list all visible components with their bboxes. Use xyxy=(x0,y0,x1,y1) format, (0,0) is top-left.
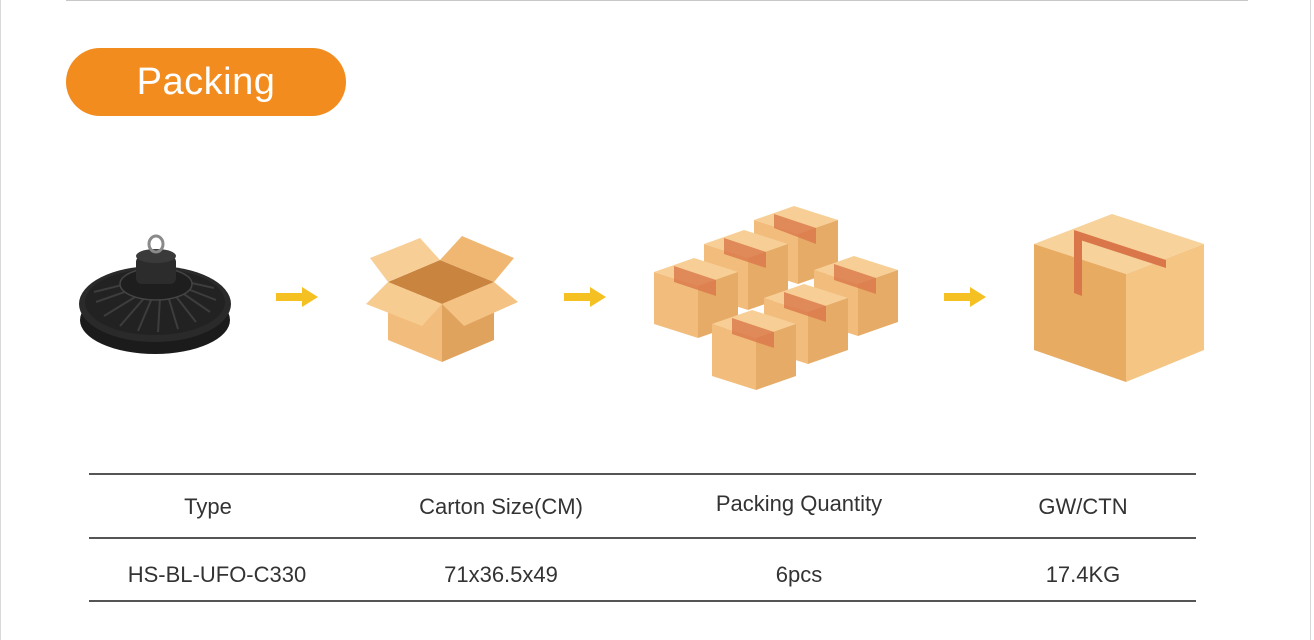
table-header-cell: Type xyxy=(184,494,232,519)
table-bottom-rule xyxy=(89,600,1196,602)
table-header-row: Type Carton Size(CM) Packing Quantity GW… xyxy=(89,475,1196,539)
table-header-cell: Carton Size(CM) xyxy=(419,494,583,519)
table-header-cell: GW/CTN xyxy=(1038,494,1128,519)
top-divider xyxy=(66,0,1248,1)
table-cell-type: HS-BL-UFO-C330 xyxy=(127,562,307,587)
arrow-right-icon xyxy=(944,287,986,307)
stacked-carton-boxes-icon xyxy=(654,206,898,390)
open-carton-box-icon xyxy=(366,236,518,362)
section-title: Packing xyxy=(136,60,276,103)
table-header-rule xyxy=(89,537,1196,539)
table-cell-packing-quantity: 6pcs xyxy=(775,562,823,587)
page-border-left xyxy=(0,0,1,640)
page-border-right xyxy=(1310,0,1311,640)
arrow-right-icon xyxy=(564,287,606,307)
table-header-cell: Packing Quantity xyxy=(715,491,883,516)
table-cell-gw-ctn: 17.4KG xyxy=(1045,562,1121,587)
section-title-badge: Packing xyxy=(66,48,346,116)
table-top-rule xyxy=(89,473,1196,475)
arrow-right-icon xyxy=(276,287,318,307)
table-cell-carton-size: 71x36.5x49 xyxy=(444,562,558,587)
sealed-carton-box-icon xyxy=(1034,214,1204,382)
ufo-highbay-light-icon xyxy=(79,234,231,354)
table-row: HS-BL-UFO-C330 71x36.5x49 6pcs 17.4KG xyxy=(89,543,1196,607)
